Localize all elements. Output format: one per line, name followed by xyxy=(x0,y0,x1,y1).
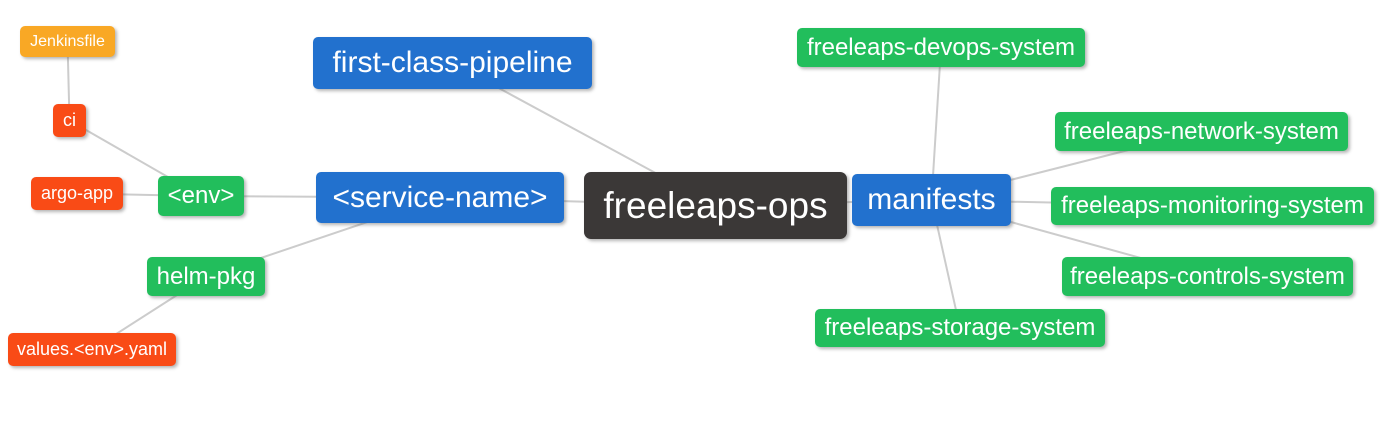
node-values-env-yaml[interactable]: values.<env>.yaml xyxy=(8,333,176,366)
node-freeleaps-ops[interactable]: freeleaps-ops xyxy=(584,172,847,239)
node-env[interactable]: <env> xyxy=(158,176,244,216)
node-argo-app[interactable]: argo-app xyxy=(31,177,123,210)
node-label: freeleaps-ops xyxy=(603,184,828,226)
node-label: helm-pkg xyxy=(156,262,256,290)
node-first-class-pipeline[interactable]: first-class-pipeline xyxy=(313,37,592,89)
node-label: Jenkinsfile xyxy=(30,32,105,50)
node-label: freeleaps-storage-system xyxy=(824,314,1096,341)
node-jenkinsfile[interactable]: Jenkinsfile xyxy=(20,26,115,57)
node-label: freeleaps-monitoring-system xyxy=(1061,192,1364,219)
node-monitoring-system[interactable]: freeleaps-monitoring-system xyxy=(1051,187,1374,225)
node-controls-system[interactable]: freeleaps-controls-system xyxy=(1062,257,1353,296)
node-network-system[interactable]: freeleaps-network-system xyxy=(1055,112,1348,151)
node-label: argo-app xyxy=(40,183,114,203)
node-label: freeleaps-devops-system xyxy=(806,33,1076,61)
node-label: values.<env>.yaml xyxy=(16,339,168,359)
node-label: ci xyxy=(63,110,76,130)
node-storage-system[interactable]: freeleaps-storage-system xyxy=(815,309,1105,347)
node-label: freeleaps-controls-system xyxy=(1070,262,1345,290)
node-service-name[interactable]: <service-name> xyxy=(316,172,564,223)
node-ci[interactable]: ci xyxy=(53,104,86,137)
node-label: manifests xyxy=(867,183,996,216)
node-devops-system[interactable]: freeleaps-devops-system xyxy=(797,28,1085,67)
node-label: freeleaps-network-system xyxy=(1064,117,1339,145)
node-manifests[interactable]: manifests xyxy=(852,174,1011,226)
node-label: first-class-pipeline xyxy=(332,46,573,79)
node-label: <env> xyxy=(167,182,235,209)
node-label: <service-name> xyxy=(332,180,548,214)
node-helm-pkg[interactable]: helm-pkg xyxy=(147,257,265,296)
